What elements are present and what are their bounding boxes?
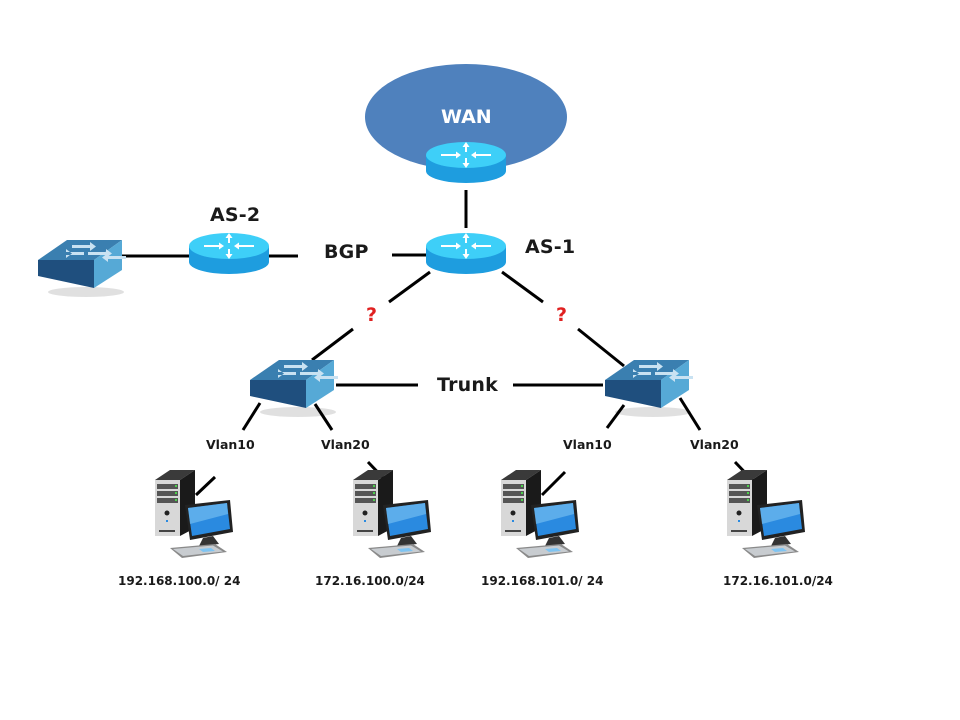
as2-label: AS-2 [210,204,261,226]
link-vlan-pc1-b [194,475,217,497]
vlan-label-pc3: Vlan10 [563,437,612,452]
left-switch-icon[interactable] [250,360,338,417]
link-vlan-pc4-a [678,397,702,431]
network-label-pc3: 192.168.101.0/ 24 [481,574,604,588]
network-label-pc2: 172.16.100.0/24 [315,574,425,588]
as1-label: AS-1 [525,236,576,258]
external-switch-icon[interactable] [38,240,126,297]
unknown-link-left-label: ? [366,304,378,326]
link-as1-leftswitch-a [388,270,431,304]
link-vlan-pc3-b [540,470,567,497]
vlan-label-pc1: Vlan10 [206,437,255,452]
trunk-label: Trunk [437,374,498,396]
vlan-label-pc4: Vlan20 [690,437,739,452]
wan-label: WAN [441,106,492,128]
vlan-label-pc2: Vlan20 [321,437,370,452]
network-label-pc4: 172.16.101.0/24 [723,574,833,588]
wan-router-icon[interactable] [425,141,507,184]
pc-1-icon[interactable] [155,470,233,558]
as2-router-icon[interactable] [188,232,270,275]
pc-2-icon[interactable] [353,470,431,558]
link-vlan-pc3-a [605,404,626,429]
link-as1-rightswitch-a [501,270,544,304]
pc-4-icon[interactable] [727,470,805,558]
link-as1-leftswitch-b [311,327,354,362]
pc-3-icon[interactable] [501,470,579,558]
wan-cloud [365,64,567,170]
bgp-label: BGP [324,241,369,263]
link-vlan-pc1-a [241,402,262,431]
link-as1-rightswitch-b [577,327,625,368]
network-label-pc1: 192.168.100.0/ 24 [118,574,241,588]
unknown-link-right-label: ? [556,304,568,326]
right-switch-icon[interactable] [605,360,693,417]
as1-router-icon[interactable] [425,232,507,275]
